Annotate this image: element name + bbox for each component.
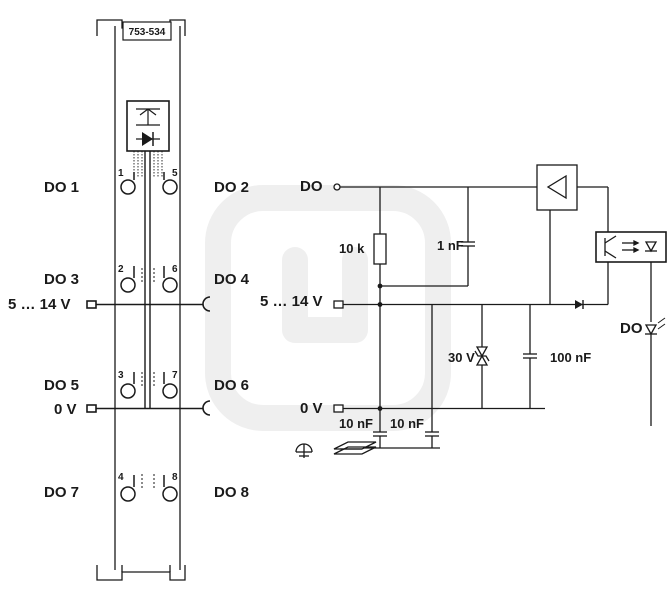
pin-number: 1 — [118, 168, 124, 179]
cap-10nf-label: 10 nF — [390, 416, 424, 431]
terminal-6 — [162, 277, 178, 293]
ground-icon — [295, 443, 313, 458]
cap-1nf-label: 1 nF — [437, 238, 464, 253]
led-label: DO — [620, 320, 643, 337]
terminal-separators — [141, 268, 155, 490]
supply-diode — [575, 300, 584, 309]
status-led-block — [126, 100, 170, 152]
terminal-4 — [120, 486, 136, 502]
pin-number: 8 — [172, 472, 178, 483]
pin-number: 2 — [118, 264, 124, 275]
supply-label: 5 … 14 V — [8, 296, 71, 313]
zener-diode — [474, 346, 490, 366]
schematic-supply-label: 5 … 14 V — [260, 293, 323, 310]
channel-label-right: DO 8 — [214, 484, 249, 501]
channel-label-right: DO 6 — [214, 377, 249, 394]
pin-number: 6 — [172, 264, 178, 275]
zero-label: 0 V — [54, 401, 77, 418]
din-rail-icon — [333, 441, 377, 455]
cap-100nf-label: 100 nF — [550, 350, 591, 365]
channel-label-right: DO 4 — [214, 271, 250, 288]
terminal-5 — [162, 179, 178, 195]
module-housing — [96, 19, 186, 581]
channel-label-left: DO 1 — [44, 179, 79, 196]
signal-traces — [133, 151, 163, 178]
led-arrows — [657, 317, 666, 330]
resistor-label: 10 k — [339, 241, 365, 256]
channel-label-left: DO 7 — [44, 484, 79, 501]
schematic-wiring — [333, 164, 667, 449]
pin-number: 4 — [118, 472, 124, 483]
pin-number: 3 — [118, 370, 124, 381]
supply-rails — [86, 296, 211, 416]
pin-number: 7 — [172, 370, 178, 381]
terminal-8 — [162, 486, 178, 502]
channel-label-right: DO 2 — [214, 179, 249, 196]
terminals — [120, 172, 178, 502]
schematic-zero-label: 0 V — [300, 400, 323, 417]
do-input-label: DO — [300, 178, 323, 195]
watermark-logo — [205, 185, 451, 431]
channel-label-left: DO 5 — [44, 377, 79, 394]
channel-label-left: DO 3 — [44, 271, 79, 288]
terminal-3 — [120, 383, 136, 399]
internal-bus — [144, 151, 151, 408]
part-number-box — [122, 21, 172, 41]
pin-number: 5 — [172, 168, 178, 179]
zener-label: 30 V — [448, 350, 475, 365]
cap-10nf-label: 10 nF — [339, 416, 373, 431]
terminal-1 — [120, 179, 136, 195]
terminal-7 — [162, 383, 178, 399]
terminal-2 — [120, 277, 136, 293]
part-number: 753-534 — [129, 27, 166, 38]
